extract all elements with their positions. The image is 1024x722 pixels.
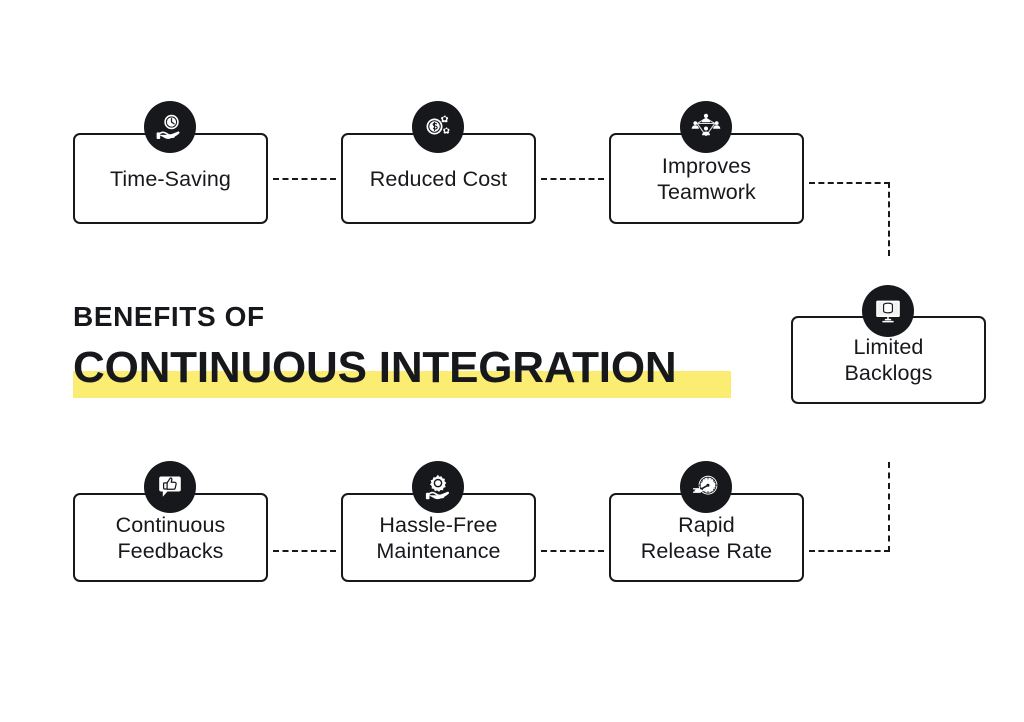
- thumbs-up-bubble-icon: [144, 461, 196, 513]
- connector-time-saving-to-reduced-cost: [273, 178, 336, 180]
- title-line-2-wrap: CONTINUOUS INTEGRATION: [73, 343, 731, 398]
- card-label-improves-teamwork: Improves Teamwork: [657, 153, 756, 204]
- connector-limited-backlogs-to-rapid-release-rate-h: [809, 550, 890, 552]
- monitor-database-icon: [862, 285, 914, 337]
- title-line-1: BENEFITS OF: [73, 301, 265, 332]
- gear-in-hand-icon: [412, 461, 464, 513]
- card-label-continuous-feedbacks: Continuous Feedbacks: [115, 512, 226, 563]
- title-highlight-bar: [73, 371, 731, 398]
- speedometer-icon: [680, 461, 732, 513]
- connector-improves-teamwork-to-limited-backlogs-h: [809, 182, 890, 184]
- card-label-reduced-cost: Reduced Cost: [369, 166, 508, 191]
- card-label-limited-backlogs: Limited Backlogs: [844, 335, 933, 385]
- connector-improves-teamwork-to-limited-backlogs-v: [888, 182, 890, 256]
- connector-limited-backlogs-to-rapid-release-rate-v: [888, 462, 890, 552]
- connector-continuous-feedbacks-to-hassle-free: [273, 550, 336, 552]
- page-title: BENEFITS OF CONTINUOUS INTEGRATION: [73, 301, 731, 398]
- clock-in-hand-icon: [144, 101, 196, 153]
- card-label-time-saving: Time-Saving: [110, 166, 231, 191]
- coin-gears-icon: [412, 101, 464, 153]
- card-label-rapid-release-rate: Rapid Release Rate: [640, 512, 773, 563]
- card-continuous-feedbacks[interactable]: Continuous Feedbacks: [73, 493, 268, 582]
- card-label-hassle-free-maintenance: Hassle-Free Maintenance: [376, 512, 501, 563]
- team-network-icon: [680, 101, 732, 153]
- connector-reduced-cost-to-improves-teamwork: [541, 178, 604, 180]
- title-line-2: CONTINUOUS INTEGRATION: [73, 343, 677, 392]
- connector-hassle-free-to-rapid-release-rate: [541, 550, 604, 552]
